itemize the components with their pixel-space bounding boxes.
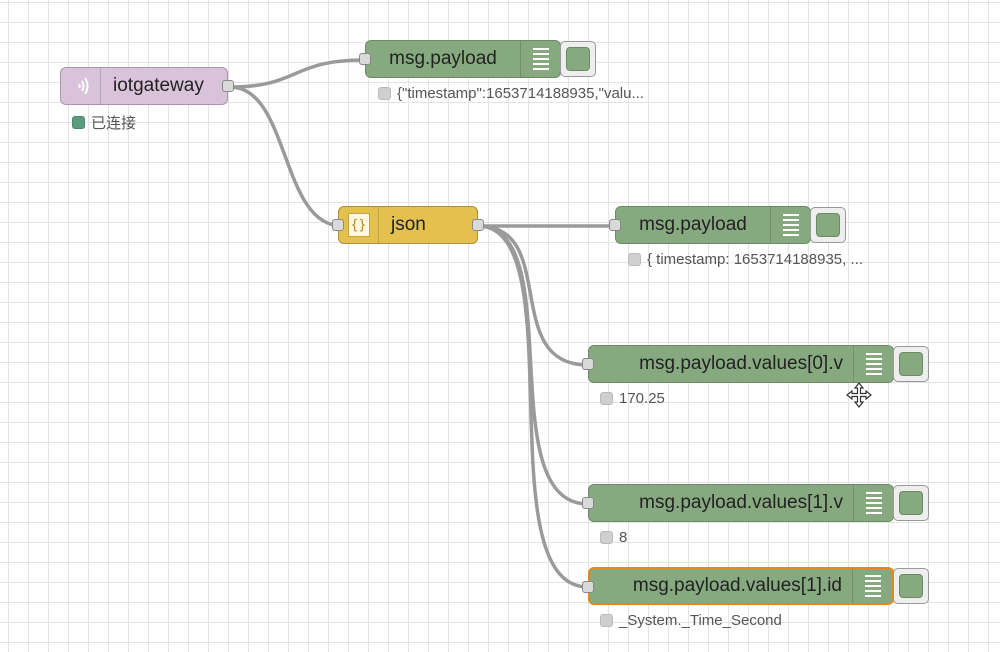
status-debug4: 8	[600, 529, 627, 546]
move-cursor-icon	[846, 382, 872, 408]
debug-list-icon	[864, 575, 881, 597]
debug-toggle-button[interactable]	[893, 568, 929, 604]
node-debug-msg-payload-1[interactable]: msg.payload	[359, 40, 561, 78]
node-debug-values-1-id[interactable]: msg.payload.values[1].id	[582, 567, 894, 605]
status-text: {"timestamp":1653714188935,"valu...	[397, 85, 644, 102]
input-port[interactable]	[359, 53, 371, 65]
node-label: msg.payload.values[1].v	[639, 492, 843, 513]
node-icon-area	[770, 207, 810, 243]
wire-gateway-debug1[interactable]	[228, 58, 367, 89]
node-icon-area	[852, 569, 892, 603]
status-debug2: { timestamp: 1653714188935, ...	[628, 251, 863, 268]
debug-toggle-button[interactable]	[893, 346, 929, 382]
debug-list-icon	[865, 492, 882, 514]
status-text: 已连接	[91, 115, 137, 132]
wire-gateway-json[interactable]	[228, 85, 344, 228]
wire-json-debug5[interactable]	[476, 224, 590, 589]
input-port[interactable]	[609, 219, 621, 231]
debug-toggle-button[interactable]	[810, 207, 846, 243]
node-debug-msg-payload-2[interactable]: msg.payload	[609, 206, 811, 244]
status-text: 170.25	[619, 390, 665, 407]
status-text: { timestamp: 1653714188935, ...	[647, 251, 863, 268]
wire-json-debug3[interactable]	[476, 224, 590, 367]
status-debug1: {"timestamp":1653714188935,"valu...	[378, 85, 644, 102]
debug-toggle-button[interactable]	[893, 485, 929, 521]
node-icon-area: {}	[339, 207, 379, 243]
mqtt-signal-icon	[77, 77, 88, 95]
node-label: msg.payload	[389, 48, 497, 69]
node-label: iotgateway	[113, 75, 204, 96]
input-port[interactable]	[582, 581, 594, 593]
status-dot-icon	[378, 87, 391, 100]
debug-toggle-button[interactable]	[560, 41, 596, 77]
node-icon-area	[853, 346, 893, 382]
status-debug3: 170.25	[600, 390, 665, 407]
node-label: msg.payload.values[0].v	[639, 353, 843, 374]
status-text: _System._Time_Second	[619, 612, 782, 629]
node-debug-values-1-v[interactable]: msg.payload.values[1].v	[582, 484, 894, 522]
node-label: json	[391, 214, 426, 235]
node-debug-values-0-v[interactable]: msg.payload.values[0].v	[582, 345, 894, 383]
braces-icon: {}	[347, 213, 370, 237]
node-icon-area	[853, 485, 893, 521]
debug-list-icon	[865, 353, 882, 375]
status-dot-icon	[72, 116, 85, 129]
output-port[interactable]	[222, 80, 234, 92]
status-debug5: _System._Time_Second	[600, 612, 782, 629]
status-dot-icon	[628, 253, 641, 266]
status-dot-icon	[600, 392, 613, 405]
node-icon-area	[520, 41, 560, 77]
node-label: msg.payload.values[1].id	[632, 575, 842, 596]
input-port[interactable]	[582, 358, 594, 370]
node-label: msg.payload	[639, 214, 747, 235]
status-iotgateway: 已连接	[72, 112, 136, 133]
node-icon-area	[61, 68, 101, 104]
status-text: 8	[619, 529, 628, 546]
output-port[interactable]	[472, 219, 484, 231]
debug-list-icon	[532, 48, 549, 70]
node-json[interactable]: {} json	[332, 206, 484, 244]
input-port[interactable]	[332, 219, 344, 231]
status-dot-icon	[600, 614, 613, 627]
debug-list-icon	[782, 214, 799, 236]
status-dot-icon	[600, 531, 613, 544]
input-port[interactable]	[582, 497, 594, 509]
node-iotgateway[interactable]: iotgateway	[60, 67, 234, 105]
